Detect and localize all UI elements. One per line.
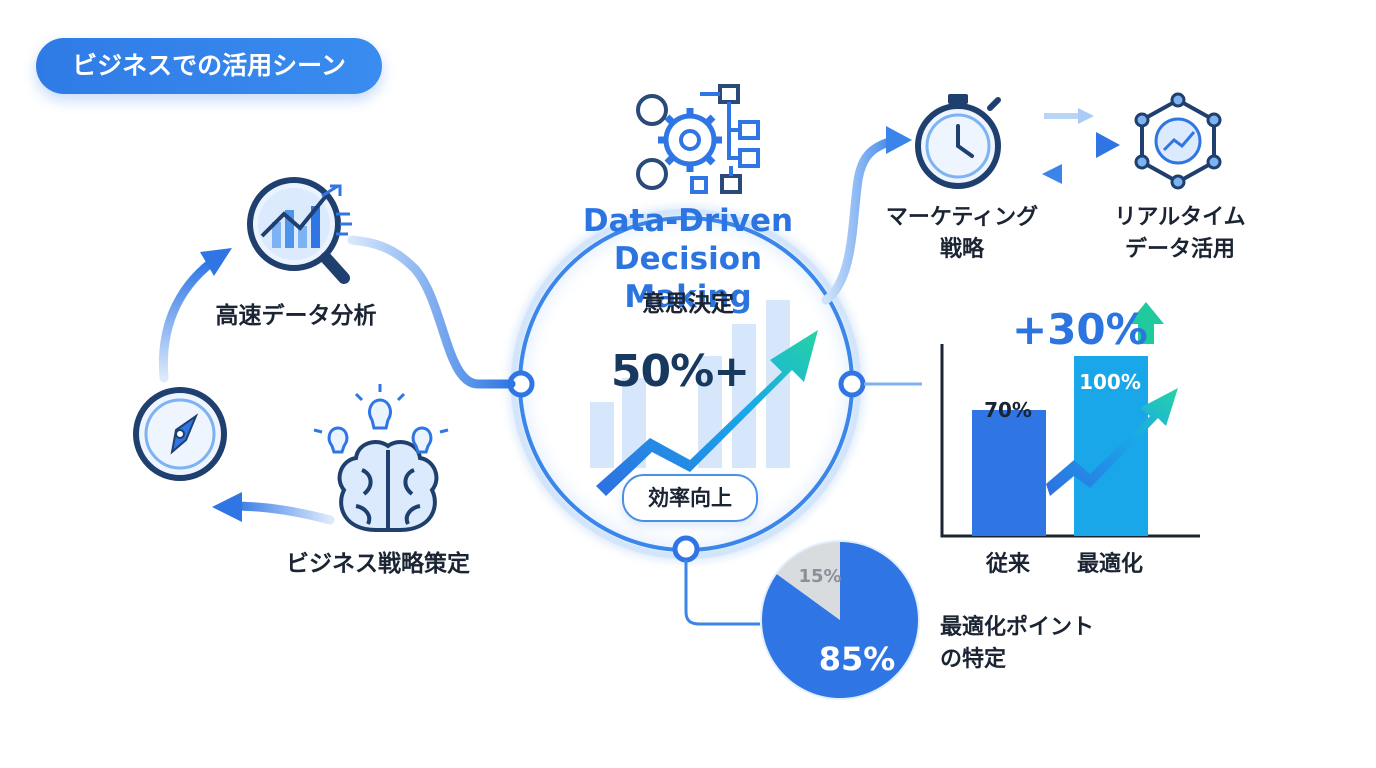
optimization-label-line1: 最適化ポイント — [940, 615, 1095, 640]
hub-glow — [498, 196, 874, 572]
flow-arrow-left-head — [1042, 164, 1062, 184]
marketing-label-line1: マーケティング — [885, 205, 1039, 230]
chart-growth-arrow — [1046, 388, 1178, 496]
connector-marketing-head — [886, 126, 912, 154]
magnifier-chart-icon — [247, 177, 352, 284]
connector-hub-analysis — [347, 235, 516, 389]
page-title: ビジネスでの活用シーン — [36, 38, 382, 94]
analysis-label: 高速データ分析 — [215, 303, 377, 329]
improvement-value: +30% — [1012, 305, 1148, 354]
cycle-arrow-up-head — [200, 248, 232, 276]
bar-1 — [1074, 356, 1148, 536]
hub-subtitle: 意思決定 — [642, 291, 734, 317]
flow-arrow-right-head — [1096, 132, 1120, 158]
optimization-label-line2: の特定 — [940, 647, 1007, 672]
marketing-label: マーケティング 戦略 — [872, 202, 1052, 266]
gear-flowchart-icon — [636, 84, 760, 194]
connector-hub-pie — [684, 560, 760, 626]
growth-value: 50%+ — [610, 346, 750, 397]
cycle-arrow-left-head — [212, 492, 242, 522]
efficiency-badge: 効率向上 — [622, 474, 758, 522]
hub-node-bottom — [672, 535, 700, 563]
hub-node-right — [838, 370, 866, 398]
strategy-label: ビジネス戦略策定 — [286, 551, 470, 577]
network-chart-icon — [1134, 92, 1222, 190]
cycle-arrow-left — [227, 501, 335, 525]
hub-background-bars — [590, 300, 790, 468]
connector-hub-marketing — [821, 135, 901, 305]
bar-category-label-0: 従来 — [985, 552, 1030, 577]
flow-arrow-top-head — [1078, 108, 1094, 124]
pie-label-main: 85% — [818, 640, 896, 678]
realtime-label-line2: データ活用 — [1124, 237, 1235, 262]
realtime-label-line1: リアルタイム — [1114, 205, 1246, 230]
hub-headline-line2: Decision Making — [613, 241, 763, 315]
hub-headline-line1: Data-Driven — [582, 203, 794, 239]
pie-label-minor: 15% — [798, 566, 842, 587]
bar-value-label-0: 70% — [984, 398, 1032, 422]
bar-category-label-1: 最適化 — [1076, 552, 1143, 577]
cycle-arrow-up — [158, 257, 217, 383]
stopwatch-icon — [915, 94, 1001, 189]
compass-icon — [133, 387, 227, 481]
realtime-label: リアルタイム データ活用 — [1100, 202, 1260, 266]
pie-slice-1 — [776, 542, 840, 620]
pie-chart — [762, 542, 918, 698]
optimization-label: 最適化ポイント の特定 — [940, 612, 1120, 676]
bar-chart-bars — [972, 356, 1148, 536]
up-arrow-icon — [1128, 302, 1164, 344]
hub-headline: Data-Driven Decision Making — [548, 202, 828, 316]
bar-value-label-1: 100% — [1079, 370, 1141, 394]
marketing-label-line2: 戦略 — [939, 237, 984, 262]
bar-0 — [972, 410, 1046, 536]
growth-arrow — [596, 330, 818, 496]
brain-lightbulb-icon — [313, 384, 449, 532]
